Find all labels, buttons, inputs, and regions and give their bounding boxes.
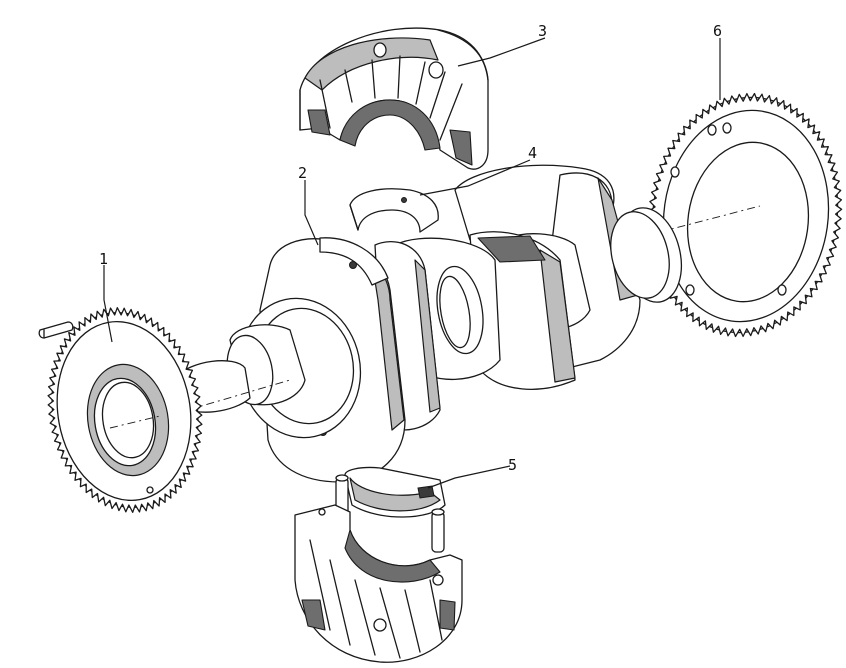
lower-bearing-shell xyxy=(344,466,446,518)
callout-label-1: 1 xyxy=(99,250,108,268)
callout-label-2: 2 xyxy=(298,164,307,182)
crankshaft-gear xyxy=(38,307,203,513)
leader-line-1 xyxy=(103,265,113,343)
flywheel-ring-gear xyxy=(647,92,843,338)
leader-line-3 xyxy=(457,37,546,67)
crankshaft xyxy=(119,164,682,483)
callout-label-5: 5 xyxy=(508,456,517,474)
leader-line-4 xyxy=(419,159,531,196)
callout-label-6: 6 xyxy=(713,22,722,40)
leader-line-2 xyxy=(304,180,319,246)
lower-main-bearing-cap xyxy=(294,474,463,663)
leader-lines xyxy=(103,37,721,489)
upper-main-bearing-cap xyxy=(299,27,489,170)
callout-label-3: 3 xyxy=(538,22,547,40)
callout-label-4: 4 xyxy=(528,144,537,162)
upper-bearing-shell xyxy=(349,188,439,233)
leader-line-5 xyxy=(427,465,511,489)
